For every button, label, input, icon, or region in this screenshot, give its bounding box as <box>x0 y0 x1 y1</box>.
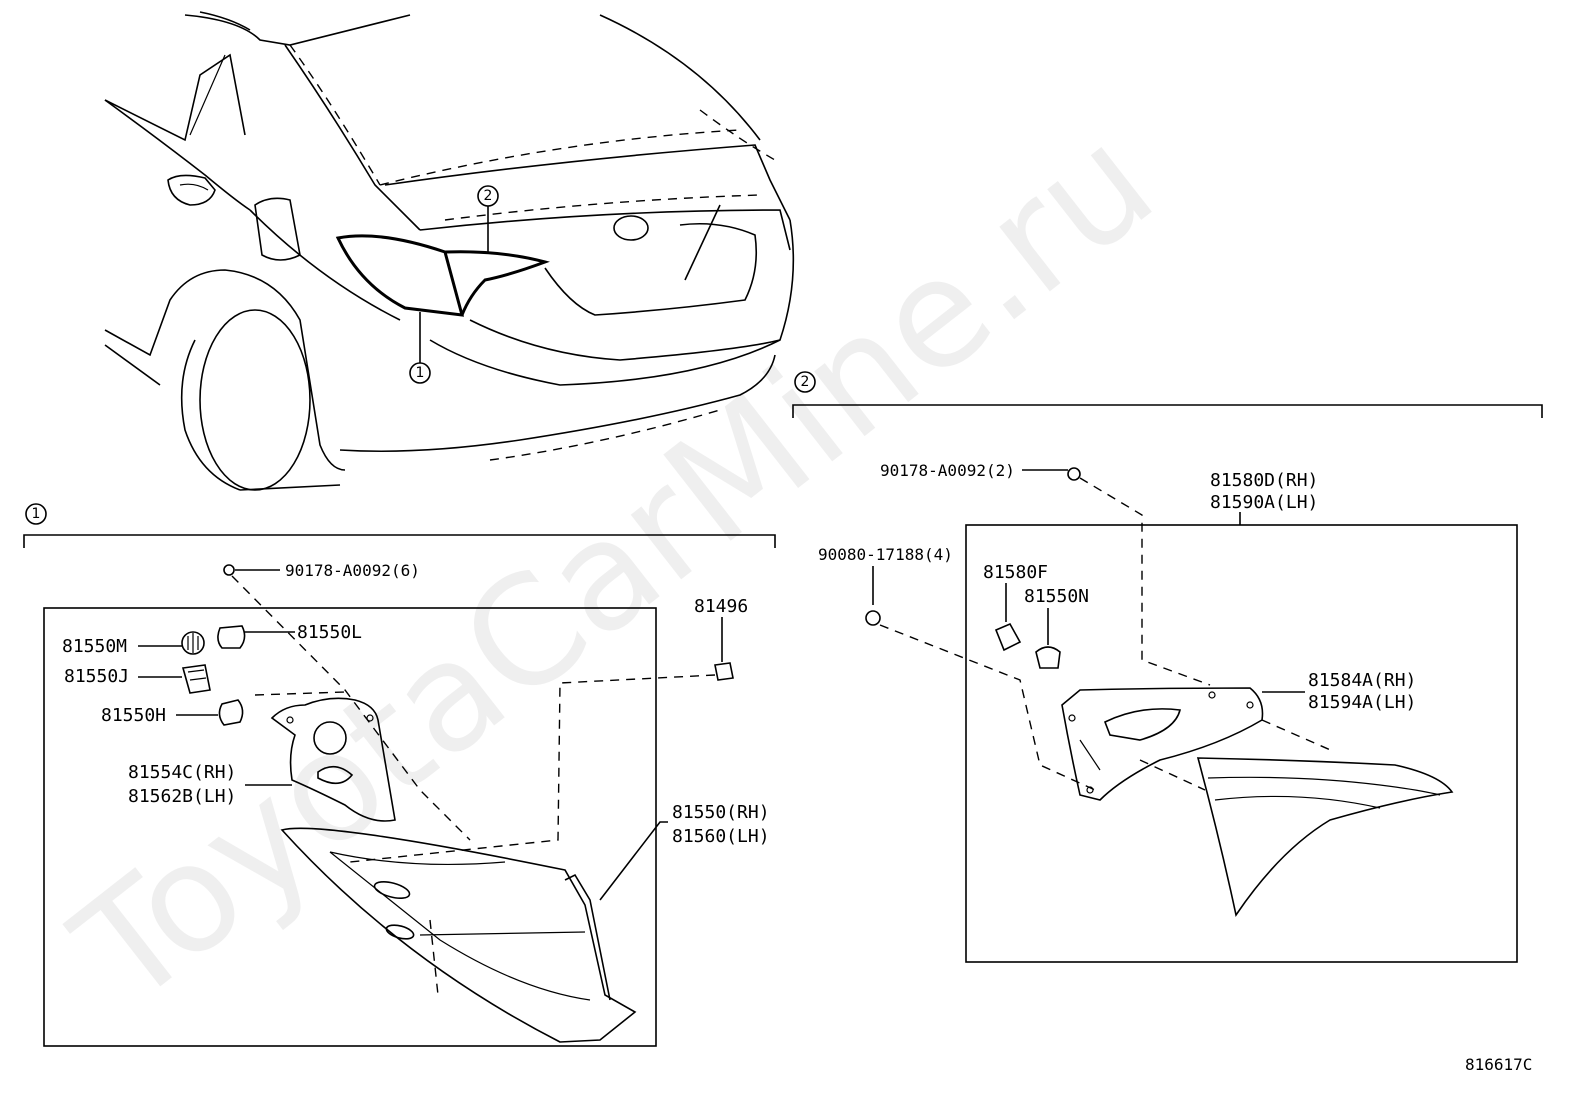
figure-id: 816617C <box>1465 1055 1532 1074</box>
callout-2-car: 2 <box>477 185 499 252</box>
svg-text:1: 1 <box>416 365 425 381</box>
svg-text:81550(RH): 81550(RH) <box>672 802 770 823</box>
socket-81550j: 81550J <box>64 664 211 694</box>
svg-text:81496: 81496 <box>694 596 748 617</box>
nut-90080-17188-4: 90080-17188(4) <box>818 545 1096 791</box>
svg-text:81594A(LH): 81594A(LH) <box>1308 692 1416 713</box>
svg-text:90178-A0092(6): 90178-A0092(6) <box>285 561 420 580</box>
socket-81580f: 81580F <box>983 562 1048 652</box>
svg-text:81580F: 81580F <box>983 562 1048 583</box>
car-rear-illustration <box>104 11 795 491</box>
svg-text:81550J: 81550J <box>64 666 129 687</box>
svg-text:81560(LH): 81560(LH) <box>672 826 770 847</box>
bulb-81550l: 81550L <box>217 622 362 649</box>
section-2: 2 90178-A0092(2) 81580D(RH) 81590A(LH) 9… <box>792 371 1543 963</box>
gasket-81554c: 81554C(RH) 81562B(LH) <box>128 691 396 822</box>
svg-text:81562B(LH): 81562B(LH) <box>128 786 236 807</box>
lamp-inner-body <box>1196 757 1454 918</box>
svg-text:81580D(RH): 81580D(RH) <box>1210 470 1318 491</box>
svg-text:81584A(RH): 81584A(RH) <box>1308 670 1416 691</box>
lamp-81550: 81550(RH) 81560(LH) <box>280 802 770 1043</box>
socket-81550m: 81550M <box>62 631 205 657</box>
svg-text:81550N: 81550N <box>1024 586 1089 607</box>
svg-text:81550H: 81550H <box>101 705 166 726</box>
lamp-assy-81580d: 81580D(RH) 81590A(LH) <box>1210 470 1318 525</box>
screw-90178-a0092-2: 90178-A0092(2) <box>880 461 1211 686</box>
clip-81496: 81496 <box>349 596 748 863</box>
svg-text:90178-A0092(2): 90178-A0092(2) <box>880 461 1015 480</box>
svg-text:90080-17188(4): 90080-17188(4) <box>818 545 953 564</box>
svg-text:81554C(RH): 81554C(RH) <box>128 762 236 783</box>
gasket-81584a: 81584A(RH) 81594A(LH) <box>1061 670 1416 801</box>
bulb-81550h: 81550H <box>101 699 244 726</box>
svg-text:81590A(LH): 81590A(LH) <box>1210 492 1318 513</box>
svg-text:81550M: 81550M <box>62 636 127 657</box>
svg-text:81550L: 81550L <box>297 622 362 643</box>
bulb-81550n: 81550N <box>1024 586 1089 669</box>
svg-text:1: 1 <box>32 506 41 522</box>
svg-text:2: 2 <box>801 374 810 390</box>
svg-text:2: 2 <box>484 188 493 204</box>
screw-90178-a0092-6: 90178-A0092(6) <box>223 561 471 841</box>
callout-1-car: 1 <box>409 312 431 384</box>
section-1: 1 90178-A0092(6) 81550M 81550L 81550J <box>23 503 776 1047</box>
